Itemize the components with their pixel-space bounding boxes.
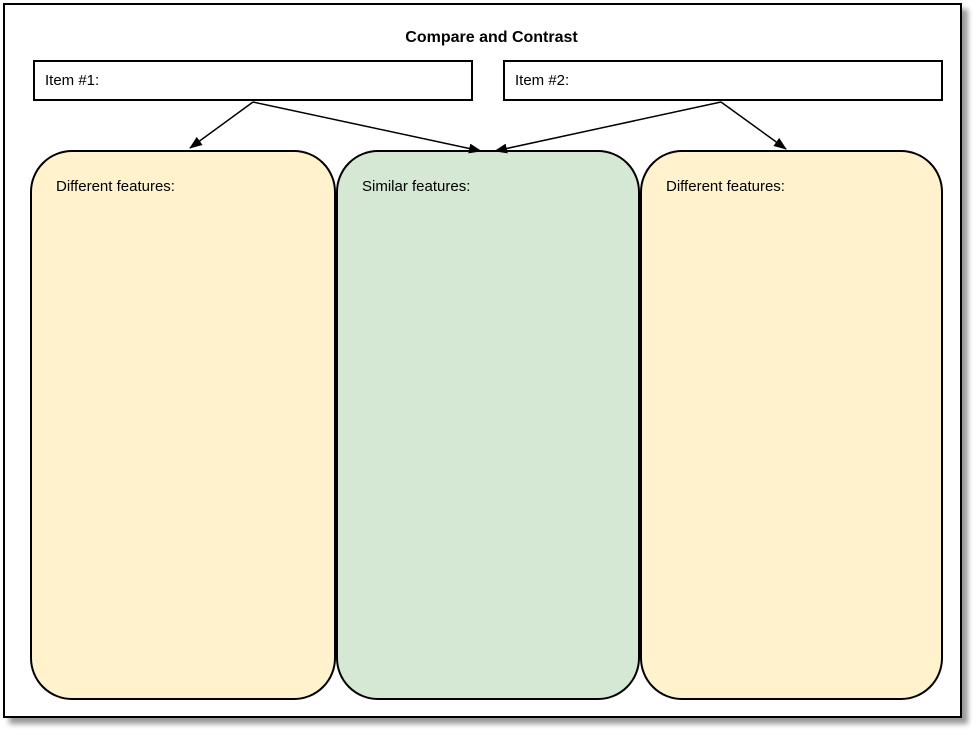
similar-features-label: Similar features: — [362, 178, 471, 195]
different-features-right-box[interactable]: Different features: — [640, 150, 943, 700]
item-2-label: Item #2: — [515, 72, 570, 89]
similar-features-box[interactable]: Similar features: — [336, 150, 640, 700]
item-1-label: Item #1: — [45, 72, 100, 89]
different-features-right-label: Different features: — [666, 178, 785, 195]
different-features-left-box[interactable]: Different features: — [30, 150, 336, 700]
diagram-title: Compare and Contrast — [405, 29, 578, 46]
item-2-box[interactable]: Item #2: — [503, 60, 943, 101]
different-features-left-label: Different features: — [56, 178, 175, 195]
item-1-box[interactable]: Item #1: — [33, 60, 473, 101]
